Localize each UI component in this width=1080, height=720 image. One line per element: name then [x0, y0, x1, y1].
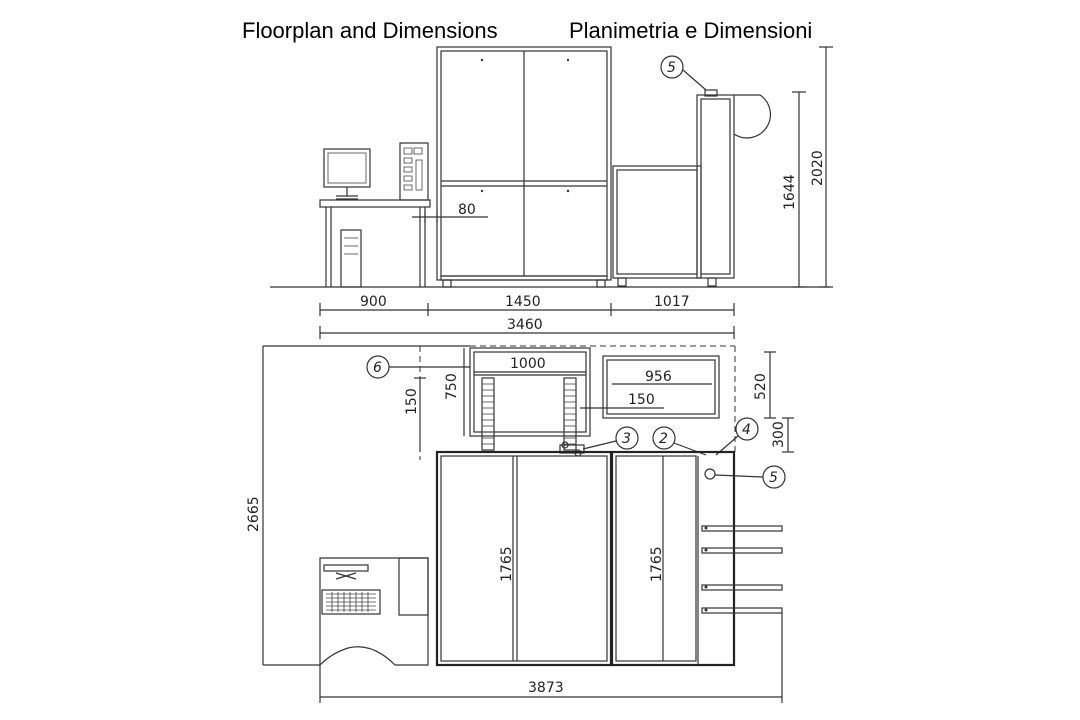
plan-top-unit: 1000 — [444, 347, 591, 451]
callout-5-elevation-label: 5 — [667, 60, 676, 76]
dimension-1017-label: 1017 — [654, 294, 690, 310]
dimension-2665-label: 2665 — [246, 496, 262, 532]
callout-2: 2 — [652, 426, 707, 456]
monitor — [323, 148, 371, 200]
dimension-3873: 3873 — [319, 613, 783, 703]
dimension-1765-left-label: 1765 — [499, 546, 515, 582]
dimension-80: 80 — [412, 202, 488, 223]
dimension-2665: 2665 — [246, 345, 470, 666]
plan-cabinet-right: 1765 — [610, 450, 783, 667]
callout-2-label: 2 — [659, 431, 668, 447]
callout-3-label: 3 — [622, 431, 631, 447]
dimension-2020-label: 2020 — [810, 150, 826, 186]
dimension-1765-right-label: 1765 — [649, 546, 665, 582]
title-italian: Planimetria e Dimensioni — [569, 18, 813, 43]
dimension-900-label: 900 — [360, 294, 387, 310]
elevation-view: 5 80 1644 2020 — [270, 46, 833, 339]
desk — [319, 199, 431, 288]
callout-4: 4 — [715, 417, 759, 456]
dimension-150-left: 150 — [404, 377, 426, 452]
dimension-150-left-label: 150 — [404, 388, 420, 415]
plan-view: 1000 — [246, 345, 794, 703]
processing-module — [612, 89, 772, 287]
dimension-3873-label: 3873 — [528, 680, 564, 696]
dimension-1644-label: 1644 — [782, 174, 798, 210]
dimension-1450-label: 1450 — [505, 294, 541, 310]
dimension-300-label: 300 — [771, 421, 787, 448]
callout-5-plan-label: 5 — [769, 470, 778, 486]
dimension-520-300: 520 300 — [753, 351, 794, 453]
dimension-widths: 900 1450 1017 3460 — [319, 294, 735, 339]
dimension-956-label: 956 — [645, 369, 672, 385]
output-trays — [701, 525, 783, 614]
dimension-1644: 1644 — [782, 91, 806, 288]
dimension-80-label: 80 — [458, 202, 476, 218]
rollers-left — [481, 377, 495, 451]
callout-6-label: 6 — [373, 360, 382, 376]
rollers-right — [563, 377, 577, 451]
plan-right-unit: 956 150 — [580, 355, 720, 419]
dimension-150-right-label: 150 — [628, 392, 655, 408]
callout-5-plan: 5 — [714, 465, 786, 489]
callout-4-label: 4 — [742, 422, 751, 438]
dimension-2020: 2020 — [810, 46, 833, 288]
dimension-750-label: 750 — [444, 373, 460, 400]
dimension-520-label: 520 — [753, 373, 769, 400]
title-english: Floorplan and Dimensions — [242, 18, 498, 43]
dimension-1000-label: 1000 — [510, 356, 546, 372]
plan-desk — [319, 557, 429, 667]
keyboard-grid — [326, 592, 376, 612]
callout-6: 6 — [366, 355, 470, 379]
dimension-3460-label: 3460 — [507, 317, 543, 333]
pc-tower — [399, 142, 429, 201]
callout-5-elevation: 5 — [660, 55, 707, 91]
plan-cabinet-left: 1765 — [435, 450, 613, 667]
large-cabinet — [436, 46, 612, 288]
